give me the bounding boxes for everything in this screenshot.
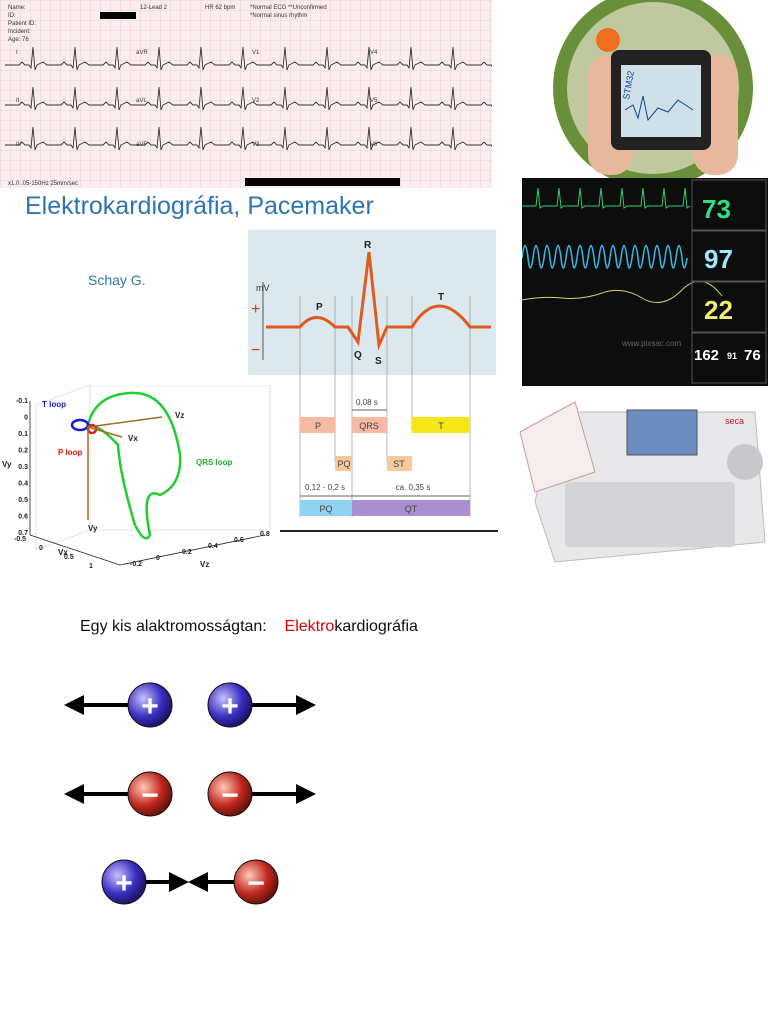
monitor-nibp-map: 91 [727,351,737,361]
strip-header-line: ID: [8,13,16,19]
ecg-trace [5,126,492,151]
vz-tick-label: 0 [156,555,160,562]
strip-header-line: Incident: [8,29,31,35]
segment-t: T [438,421,444,431]
ecg-trace [5,86,492,111]
p-loop-label: P loop [58,448,82,457]
heading-suffix: kardiográfia [334,618,418,635]
vy-tick-label: -0.1 [16,398,28,405]
pq-duration: 0,12 - 0,2 s [305,483,345,492]
segment-st: ST [393,459,405,469]
segment-p: P [315,421,321,431]
vy-tick-label: 0.6 [18,514,28,521]
vy-tick-label: 0.3 [18,464,28,471]
plus-sign: + [251,301,260,318]
device-screen-label: STM32 [621,70,636,100]
ecg-wave-diagram: mV + − P Q R S T 0,08 s P QRS T PQ ST 0,… [248,230,498,535]
vy-tick-label: 0.5 [18,497,28,504]
monitor-resp: 22 [704,295,733,325]
vx-tick-label: 1 [89,563,93,570]
lead-name-v5: V5 [370,98,378,104]
vz-axis-label: Vz [200,560,209,569]
interval-qt: QT [405,504,418,514]
vz-tick-label: 0.2 [182,549,192,556]
vz-tick-label: 0.6 [234,537,244,544]
strip-header-line: Patient ID: [8,21,36,27]
mv-unit: mV [256,283,270,293]
vz-tick-label: -0.2 [130,561,142,568]
ecg-device-photo: STM32 [533,0,768,178]
wave-label-q: Q [354,350,362,361]
lead-name-v3: V3 [252,142,260,148]
vx-tick-label: -0.5 [14,536,26,543]
vz-arrow-label: Vz [175,411,184,420]
t-loop-label: T loop [42,400,66,409]
section-heading: Egy kis alaktromosságtan: Elektrokardiog… [80,618,418,636]
lead-name-v2: V2 [252,98,260,104]
wave-label-t: T [438,292,444,303]
vz-tick-label: 0.4 [208,543,218,550]
ecg-machine-photo: seca [515,392,768,575]
segment-pq: PQ [337,459,350,469]
negative-charge: − [221,779,239,812]
vz-tick-label: 0.8 [260,531,270,538]
minus-sign: − [251,342,260,359]
wave-label-s: S [375,356,382,367]
heading-highlight: Elektro [284,618,335,635]
monitor-nibp-dia: 76 [744,347,761,364]
vy-tick-label: 0.1 [18,431,28,438]
vectorcardiogram-plot: -0.1 0 0.1 0.2 0.3 0.4 0.5 0.6 0.7 -0.5 0 0.5 1 -0.2… [0,385,280,570]
vy-tick-label: 0.2 [18,448,28,455]
lead-name-v1: V1 [252,50,260,56]
lead-name-avr: aVR [136,50,148,56]
lead-name-i: I [16,50,18,56]
lead-name-v4: V4 [370,50,378,56]
qrs-duration: 0,08 s [356,398,378,407]
vy-tick-label: 0.4 [18,481,28,488]
vx-axis-label: Vx [58,548,68,557]
qt-duration: ca. 0,35 s [396,483,431,492]
vx-tick-label: 0.5 [64,554,74,561]
page-title: Elektrokardiográfia, Pacemaker [25,192,374,220]
vy-tick-label: 0.7 [18,530,28,537]
wave-label-p: P [316,302,323,313]
monitor-spo2: 97 [704,244,733,274]
positive-charge: + [115,867,133,900]
vy-tick-label: 0 [24,415,28,422]
vx-tick-label: 0 [39,545,43,552]
strip-rate: HR 62 bpm [205,5,235,11]
charge-interaction-diagram: + + − − + − [64,682,316,905]
ecg-trace [5,46,492,71]
lead-name-avl: aVL [136,98,147,104]
vy-axis-label: Vy [2,460,12,469]
patient-monitor-photo: www.pixsac.com 73 97 22 162 91 76 [522,178,768,386]
strip-interpretation: *Normal ECG **Unconfirmed [250,5,327,11]
negative-charge: − [141,779,159,812]
strip-header-line: Name: [8,5,26,11]
monitor-hr: 73 [702,194,731,224]
monitor-watermark: www.pixsac.com [621,339,681,348]
negative-charge: − [247,867,265,900]
machine-brand: seca [725,416,744,426]
heading-prefix: Egy kis alaktromosságtan: [80,618,285,635]
qrs-loop-label: QRS loop [196,458,233,467]
strip-header-line: Age: 76 [8,37,29,43]
vx-arrow-label: Vx [128,434,138,443]
positive-charge: + [221,690,239,723]
positive-charge: + [141,690,159,723]
strip-footer: x1.0 .05-150Hz 25mm/sec [8,181,78,187]
lead-name-ii: II [16,98,20,104]
wave-label-r: R [364,240,372,251]
ecg-strip-image: Name: ID: Patient ID: Incident: Age: 76 … [0,0,492,188]
segment-qrs: QRS [359,421,379,431]
vy-arrow-label: Vy [88,524,98,533]
interval-pq: PQ [319,504,332,514]
strip-lead-label: 12-Lead 2 [140,5,168,11]
monitor-nibp-sys: 162 [694,347,719,364]
author: Schay G. [88,272,146,288]
strip-interpretation: *Normal sinus rhythm [250,13,307,19]
